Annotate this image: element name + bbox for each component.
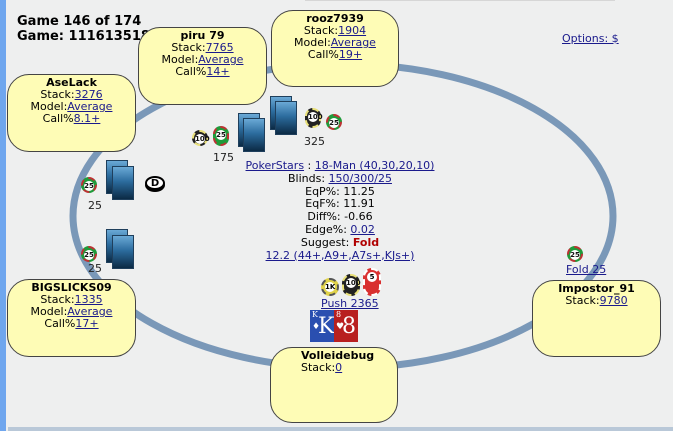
stack-row: Stack:9780 <box>565 294 628 307</box>
diff-row: Diff%: -0.66 <box>307 210 373 224</box>
site-row: PokerStars : 18-Man (40,30,20,10) <box>245 159 435 172</box>
card-back-icon <box>112 166 134 200</box>
game-counter: Game 146 of 174 <box>17 14 142 29</box>
chip-25-icon: 25 <box>567 246 583 262</box>
hole-card-king-diamonds: K ♦ K <box>310 310 334 342</box>
structure-link[interactable]: 18-Man (40,30,20,10) <box>314 159 435 172</box>
player-name: Volleidebug <box>301 349 375 362</box>
stack-link[interactable]: 1335 <box>74 293 103 306</box>
call-row: Call%14+ <box>175 65 230 78</box>
bet-amount-aselack: 25 <box>88 199 102 212</box>
stack-row: Stack:1335 <box>40 293 103 306</box>
player-name: Impostor_91 <box>558 282 635 295</box>
bet-amount-bigslicks: 25 <box>88 262 102 275</box>
model-row: Model:Average <box>30 100 113 113</box>
game-info: Game 146 of 174 Game: 1116135187 <box>17 14 159 44</box>
model-link[interactable]: Average <box>67 305 113 318</box>
site-link[interactable]: PokerStars <box>245 159 305 172</box>
seat-rooz7939: rooz7939 Stack:1904 Model:Average Call%1… <box>271 10 399 87</box>
chip-25-icon: 25 <box>326 114 342 130</box>
model-row: Model:Average <box>294 36 376 49</box>
call-link[interactable]: 17+ <box>75 317 99 330</box>
edge-link[interactable]: 0.02 <box>350 222 375 236</box>
seat-bigslicks09: BIGSLICKS09 Stack:1335 Model:Average Cal… <box>7 279 136 357</box>
hero-push-link[interactable]: Push 2365 <box>321 297 379 310</box>
seat-impostor91: Impostor_91 Stack:9780 <box>532 280 661 357</box>
chip-25-icon: 25 <box>81 246 97 262</box>
blinds-link[interactable]: 150/300/25 <box>328 171 392 185</box>
stack-row: Stack:3276 <box>40 88 103 101</box>
chip-1k-icon: 1K <box>321 278 339 296</box>
suggest-row: Suggest: Fold <box>300 235 380 249</box>
call-link[interactable]: 19+ <box>338 48 363 61</box>
call-link[interactable]: 8.1+ <box>73 112 101 125</box>
seat-volleidebug: Volleidebug Stack:0 <box>270 347 398 423</box>
chip-100-icon: 100 <box>342 274 361 296</box>
options-link[interactable]: Options: $ <box>562 32 619 45</box>
stack-row: Stack:1904 <box>303 24 367 37</box>
suggestion-value: Fold <box>352 235 380 249</box>
player-name: rooz7939 <box>306 12 364 25</box>
card-back-icon <box>243 118 265 152</box>
model-row: Model:Average <box>30 305 113 318</box>
eqp-row: EqP%: 11.25 <box>305 184 375 198</box>
chip-100-icon: 100 <box>305 108 323 128</box>
hole-card-eight-hearts: 8 ♥ 8 <box>334 310 358 342</box>
call-row: Call%8.1+ <box>42 112 101 125</box>
stack-link[interactable]: 7765 <box>205 41 234 54</box>
call-row: Call%19+ <box>307 48 363 61</box>
seat-piru79: piru 79 Stack:7765 Model:Average Call%14… <box>138 27 267 105</box>
player-name: BIGSLICKS09 <box>31 281 112 294</box>
dealer-button-icon: D <box>145 176 165 190</box>
bet-amount-piru: 175 <box>213 151 234 164</box>
model-link[interactable]: Average <box>198 53 244 66</box>
stack-link[interactable]: 0 <box>335 361 343 374</box>
chip-100-icon: 100 <box>192 130 210 146</box>
bet-amount-rooz: 325 <box>304 135 325 148</box>
stack-row: Stack:0 <box>301 361 343 374</box>
player-name: AseLack <box>46 76 97 89</box>
stack-link[interactable]: 3276 <box>74 88 103 101</box>
model-row: Model:Average <box>161 53 244 66</box>
center-analysis-panel: PokerStars : 18-Man (40,30,20,10) Blinds… <box>220 159 460 263</box>
call-row: Call%17+ <box>44 317 99 330</box>
model-link[interactable]: Average <box>330 36 376 49</box>
chip-5-icon: 5 <box>363 268 381 296</box>
chip-25-icon: 25 <box>81 177 97 193</box>
card-back-icon <box>275 101 297 135</box>
stack-link[interactable]: 9780 <box>599 294 628 307</box>
top-divider <box>305 0 615 1</box>
player-name: piru 79 <box>180 29 225 42</box>
seat-aselack: AseLack Stack:3276 Model:Average Call%8.… <box>7 74 136 152</box>
chip-25-icon: 25 <box>213 126 229 146</box>
edge-row: Edge%: 0.02 <box>305 222 375 236</box>
range-link[interactable]: 12.2 (44+,A9+,A7s+,KJs+) <box>265 248 415 262</box>
stack-row: Stack:7765 <box>171 41 234 54</box>
bottom-scrollbar[interactable] <box>8 427 673 431</box>
call-link[interactable]: 14+ <box>206 65 230 78</box>
window-left-border <box>0 0 6 431</box>
model-link[interactable]: Average <box>67 100 113 113</box>
game-id: Game: 1116135187 <box>17 29 159 44</box>
impostor-action-link[interactable]: Fold 25 <box>566 263 607 276</box>
eqf-row: EqF%: 11.91 <box>305 197 375 211</box>
range-row: 12.2 (44+,A9+,A7s+,KJs+) <box>220 248 460 263</box>
stack-link[interactable]: 1904 <box>338 24 367 37</box>
blinds-row: Blinds: 150/300/25 <box>288 171 392 185</box>
card-back-icon <box>112 235 134 269</box>
